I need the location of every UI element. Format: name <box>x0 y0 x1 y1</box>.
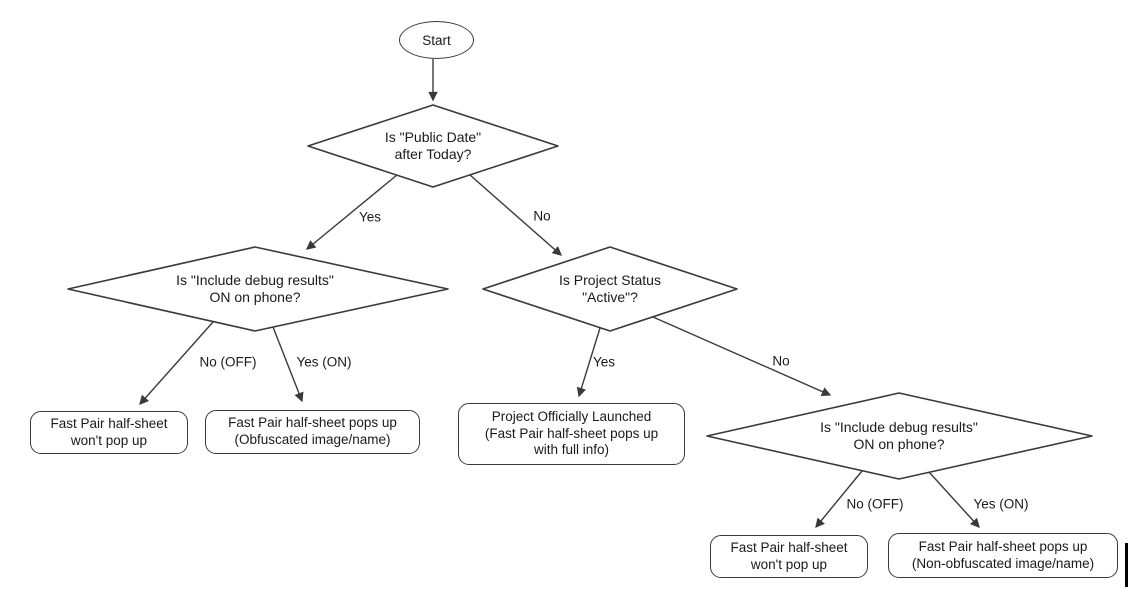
result-popup-obfuscated: Fast Pair half-sheet pops up (Obfuscated… <box>205 410 420 454</box>
decision-public-date-shape <box>307 104 559 188</box>
result-no-popup-left: Fast Pair half-sheet won't pop up <box>30 411 188 454</box>
edge-label-debug-right-no: No (OFF) <box>846 496 904 512</box>
edge-public-date-yes <box>305 174 398 250</box>
edge-debug-left-yes <box>272 326 304 403</box>
edge-label-public-date-yes: Yes <box>358 209 382 225</box>
edge-debug-left-no <box>139 321 214 405</box>
edge-label-public-date-no: No <box>533 208 551 224</box>
edge-debug-right-yes <box>928 471 980 528</box>
edge-label-project-status-no: No <box>772 353 790 369</box>
edge-label-debug-left-no: No (OFF) <box>199 354 257 370</box>
result-no-popup-right: Fast Pair half-sheet won't pop up <box>710 535 868 578</box>
edge-label-project-status-yes: Yes <box>592 354 616 370</box>
decision-debug-left-shape <box>67 246 449 332</box>
edge-label-debug-left-yes: Yes (ON) <box>296 354 352 370</box>
start-node: Start <box>399 21 474 59</box>
edge-project-status-no <box>652 316 832 397</box>
result-project-launched: Project Officially Launched (Fast Pair h… <box>458 403 685 465</box>
edge-project-status-yes <box>576 327 601 398</box>
text-cursor <box>1125 543 1128 587</box>
edge-debug-right-no <box>815 470 863 529</box>
decision-debug-right-shape <box>706 392 1093 480</box>
decision-debug-left-label: Is "Include debug results" ON on phone? <box>176 271 334 305</box>
decision-public-date-label: Is "Public Date" after Today? <box>384 128 482 162</box>
edge-public-date-no <box>469 174 562 256</box>
decision-debug-right-label: Is "Include debug results" ON on phone? <box>820 418 978 452</box>
edge-label-debug-right-yes: Yes (ON) <box>973 496 1029 512</box>
decision-project-status-shape <box>482 246 738 332</box>
result-popup-non-obfuscated: Fast Pair half-sheet pops up (Non-obfusc… <box>888 533 1118 578</box>
decision-project-status-label: Is Project Status "Active"? <box>559 271 661 305</box>
